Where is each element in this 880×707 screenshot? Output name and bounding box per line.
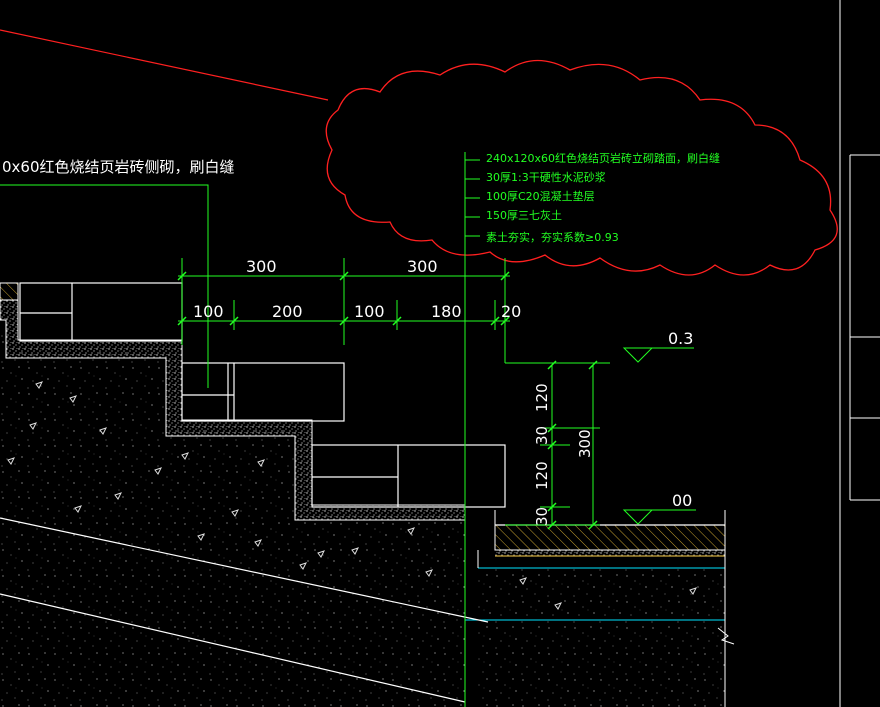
dim-top-overall-1: 300: [246, 257, 277, 276]
dim-vertical-total: 300: [576, 429, 594, 458]
level-upper-value: 0.3: [668, 329, 693, 348]
vertical-dimension-lines: [505, 360, 600, 530]
dim-vertical-3: 120: [533, 461, 551, 490]
layer-note-3: 100厚C20混凝土垫层: [486, 189, 595, 203]
top-dimension-lines: [177, 258, 610, 364]
red-leader-line: [0, 29, 329, 101]
layer-note-4: 150厚三七灰土: [486, 208, 562, 222]
dim-top-detail-4: 180: [431, 302, 462, 321]
layer-note-2: 30厚1:3干硬性水泥砂浆: [486, 170, 606, 184]
dim-top-overall-2: 300: [407, 257, 438, 276]
dim-top-detail-5: 20: [501, 302, 521, 321]
mortar-band-lower: [495, 550, 725, 556]
aggregate-markers: [7, 381, 697, 610]
pavement-layers: [465, 510, 735, 707]
layer-note-1: 240x120x60红色烧结页岩砖立砌踏面，刷白缝: [486, 151, 720, 165]
base-fill: [478, 568, 725, 707]
border-lines: [839, 0, 880, 707]
dim-vertical-1: 120: [533, 383, 551, 412]
dim-top-detail-3: 100: [354, 302, 385, 321]
layer-note-leader: [464, 152, 480, 707]
dim-top-detail-2: 200: [272, 302, 303, 321]
level-lower-value: 00: [672, 491, 692, 510]
dim-vertical-2: 30: [533, 426, 551, 445]
dim-vertical-4: 30: [533, 507, 551, 526]
revision-cloud: [325, 59, 838, 276]
side-material-label: 0x60红色烧结页岩砖侧砌，刷白缝: [2, 158, 235, 176]
side-label-leader: [0, 184, 209, 388]
wall-hatch: [0, 282, 19, 301]
dim-top-detail-1: 100: [193, 302, 224, 321]
level-marker-upper: [622, 347, 694, 363]
level-marker-lower: [622, 509, 696, 525]
soil-lines: [0, 517, 489, 703]
layer-note-5: 素土夯实，夯实系数≥0.93: [486, 230, 619, 244]
